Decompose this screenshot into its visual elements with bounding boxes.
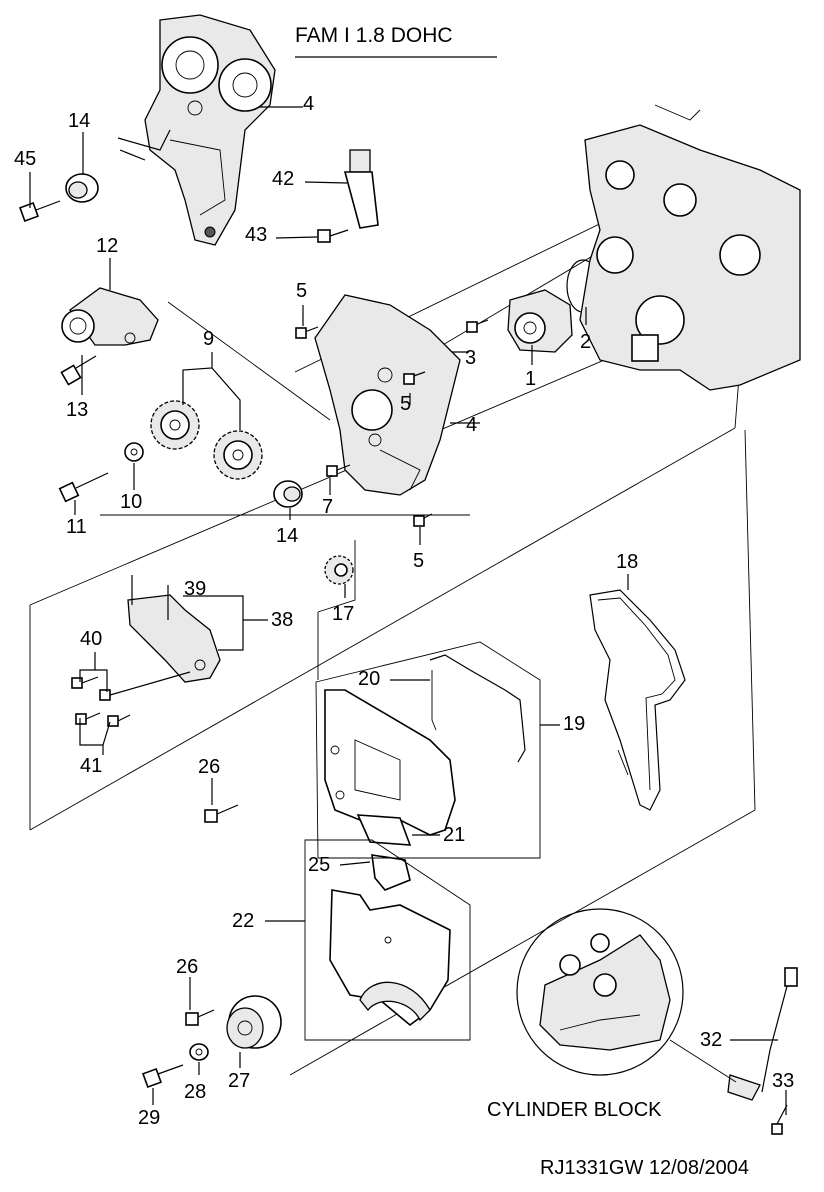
callout-13: 13 [66, 399, 88, 421]
bolt-5-group [295, 319, 489, 527]
callout-18: 18 [616, 551, 638, 573]
footer-reference: RJ1331GW 12/08/2004 [540, 1157, 749, 1179]
inset-caption: CYLINDER BLOCK [487, 1099, 662, 1121]
pulley-27-part [226, 995, 282, 1049]
callout-22: 22 [232, 910, 254, 932]
washer-10-part [124, 442, 144, 462]
callout-20: 20 [358, 668, 380, 690]
callout-12: 12 [96, 235, 118, 257]
callout-43: 43 [245, 224, 267, 246]
seal-21-part [356, 814, 412, 846]
callout-3: 3 [465, 347, 476, 369]
bolts-40-41-group [71, 671, 191, 727]
seal-20-part [429, 654, 526, 763]
callout-14-upper: 14 [68, 110, 90, 132]
front-cover-lower-part [329, 889, 451, 1027]
upper-timing-cover-part [144, 14, 276, 246]
engine-head-part [579, 104, 801, 391]
timing-belt-18-part [589, 589, 686, 811]
diagram-title: FAM I 1.8 DOHC [295, 24, 453, 47]
bolt-45-part [19, 200, 61, 222]
callout-39: 39 [184, 578, 206, 600]
rear-timing-cover-part [314, 294, 461, 496]
callout-7: 7 [322, 496, 333, 518]
callout-10: 10 [120, 491, 142, 513]
callout-42: 42 [272, 168, 294, 190]
callout-5-lower: 5 [413, 550, 424, 572]
gasket-25-part [371, 854, 411, 891]
tensioner-12-part [61, 287, 159, 346]
front-cover-upper-part [324, 689, 456, 836]
callout-45: 45 [14, 148, 36, 170]
group-box-17 [317, 540, 356, 680]
water-pump-1-part [507, 289, 573, 353]
callout-29: 29 [138, 1107, 160, 1129]
callout-11: 11 [66, 516, 87, 538]
callout-5-left: 5 [296, 280, 307, 302]
camshaft-gears-9-part [150, 400, 263, 480]
callout-labels: 4 14 45 42 43 12 5 9 3 2 1 5 13 4 10 7 1… [14, 93, 794, 1129]
callout-19: 19 [563, 713, 585, 735]
idler-14-lower-part [273, 480, 303, 508]
bolt-43-part [317, 229, 349, 243]
callout-28: 28 [184, 1081, 206, 1103]
leader-lines [29, 106, 787, 1115]
group-box-19 [315, 641, 541, 859]
callout-9: 9 [203, 328, 214, 350]
bolt-26a-part [204, 804, 239, 823]
callout-14-lower: 14 [276, 525, 298, 547]
callout-38: 38 [271, 609, 293, 631]
callout-26-lower: 26 [176, 956, 198, 978]
callout-21: 21 [443, 824, 465, 846]
group-box-22 [304, 839, 471, 1041]
callout-4-lower: 4 [466, 414, 477, 436]
sensor-42-part [343, 149, 379, 229]
callout-17: 17 [332, 603, 354, 625]
bolt-29-part [142, 1064, 184, 1088]
bracket-38-part [127, 575, 221, 683]
callout-26-upper: 26 [198, 756, 220, 778]
callout-2: 2 [580, 331, 591, 353]
washer-28-part [189, 1043, 209, 1061]
idler-pulley-upper-part [65, 173, 99, 203]
callout-4-upper: 4 [303, 93, 314, 115]
bolt-13-part [60, 355, 97, 386]
callout-27: 27 [228, 1070, 250, 1092]
callout-40: 40 [80, 628, 102, 650]
cylinder-block-inset [516, 908, 798, 1135]
callout-1: 1 [525, 368, 536, 390]
crank-sprocket-17-part [324, 555, 354, 585]
bolt-26b-part [185, 1009, 215, 1026]
callout-32: 32 [700, 1029, 722, 1051]
callout-33: 33 [772, 1070, 794, 1092]
callout-5-middle: 5 [400, 393, 411, 415]
bolt-7-part [326, 464, 351, 477]
callout-25: 25 [308, 854, 330, 876]
bolt-11-part [58, 472, 109, 503]
callout-41: 41 [80, 755, 102, 777]
